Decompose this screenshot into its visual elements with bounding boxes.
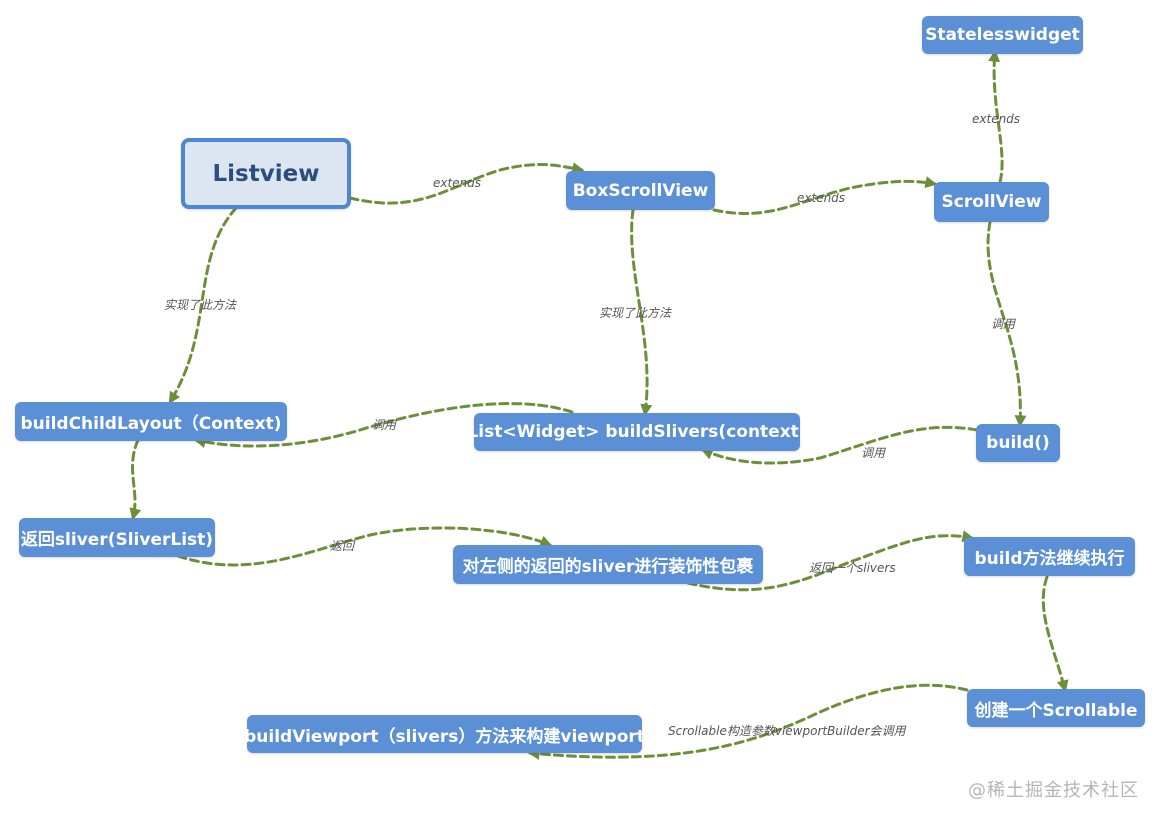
node-buildchildlayout: buildChildLayout（Context) xyxy=(15,402,287,441)
edge-label-scrollview-extends: extends xyxy=(972,112,1021,126)
node-listview: Listview xyxy=(181,138,351,209)
edge-boxscrollview-to-scrollview xyxy=(712,176,938,215)
node-build: build() xyxy=(976,424,1060,462)
edge-build-continue-to-create-scrollable xyxy=(1041,575,1069,693)
node-scrollview: ScrollView xyxy=(934,182,1049,222)
node-buildslivers: List<Widget> buildSlivers(context) xyxy=(467,413,807,451)
edge-label-viewport-call: Scrollable构造参数viewportBuilder会调用 xyxy=(668,724,906,738)
node-statelesswidget: Statelesswidget xyxy=(922,16,1083,54)
edge-build-to-buildslivers xyxy=(700,425,979,465)
edge-label-return-slivers: 返回一个slivers xyxy=(809,561,896,575)
edge-buildchildlayout-to-return-sliver xyxy=(129,438,142,521)
node-wrap-sliver: 对左侧的返回的sliver进行装饰性包裹 xyxy=(453,545,763,584)
edge-scrollview-to-statelesswidget xyxy=(988,49,1004,184)
edge-label-listview-extends: extends xyxy=(433,176,482,190)
edge-label-scrollview-call: 调用 xyxy=(991,317,1016,331)
edge-label-boxscroll-extends: extends xyxy=(797,191,846,205)
edge-label-return: 返回 xyxy=(330,539,355,553)
edge-wrap-to-build-continue xyxy=(686,530,975,592)
edge-label-boxscroll-impl: 实现了此方法 xyxy=(599,306,672,320)
edge-listview-to-buildchildlayout xyxy=(168,206,238,405)
edge-create-scrollable-to-buildviewport xyxy=(527,683,969,760)
edge-buildslivers-to-buildchildlayout xyxy=(193,402,574,448)
node-boxscrollview: BoxScrollView xyxy=(566,171,715,210)
edge-label-slivers-call: 调用 xyxy=(372,418,397,432)
edge-label-listview-impl: 实现了此方法 xyxy=(164,298,237,312)
node-create-scrollable: 创建一个Scrollable xyxy=(967,689,1145,727)
edge-boxscrollview-to-buildslivers xyxy=(630,208,653,417)
edge-return-sliver-to-wrap xyxy=(176,526,553,567)
node-build-continue: build方法继续执行 xyxy=(964,537,1135,576)
node-return-sliver: 返回sliver(SliverList) xyxy=(19,518,215,557)
node-buildviewport: buildViewport（slivers）方法来构建viewport xyxy=(244,715,645,753)
watermark: @稀土掘金技术社区 xyxy=(968,780,1139,801)
edge-label-build-call: 调用 xyxy=(861,446,886,460)
edge-listview-to-boxscrollview xyxy=(348,162,585,205)
edge-scrollview-to-build xyxy=(986,220,1027,428)
